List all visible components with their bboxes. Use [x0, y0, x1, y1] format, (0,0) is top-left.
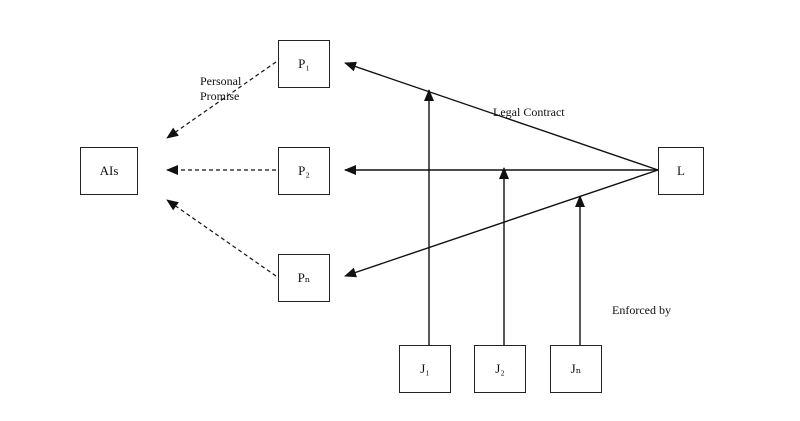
l-node: L — [658, 147, 704, 195]
legal-contract-label: Legal Contract — [493, 105, 565, 119]
p1-label: P₁ — [298, 56, 310, 71]
ais-node: AIs — [80, 147, 138, 195]
j1-node: J₁ — [399, 345, 451, 393]
j2-label: J₂ — [495, 361, 505, 376]
contract-arrow-p1 — [344, 61, 659, 171]
pn-node: Pₙ — [278, 254, 330, 302]
p2-label: P₂ — [298, 163, 310, 178]
l-label: L — [677, 163, 685, 178]
jn-node: Jₙ — [550, 345, 602, 393]
pn-label: Pₙ — [297, 270, 311, 285]
personal-promise-label-line2: Promise — [200, 89, 240, 103]
enforced-by-label: Enforced by — [612, 303, 671, 317]
j2-node: J₂ — [474, 345, 526, 393]
contract-arrow-pn — [344, 169, 659, 278]
p1-node: P₁ — [278, 40, 330, 88]
ais-label: AIs — [99, 163, 119, 178]
promise-arrow-p1 — [166, 61, 277, 139]
p2-node: P₂ — [278, 147, 330, 195]
personal-promise-label-line1: Personal — [200, 74, 242, 88]
jn-label: Jₙ — [570, 361, 582, 376]
j1-label: J₁ — [420, 361, 430, 376]
promise-arrow-pn — [166, 199, 277, 277]
